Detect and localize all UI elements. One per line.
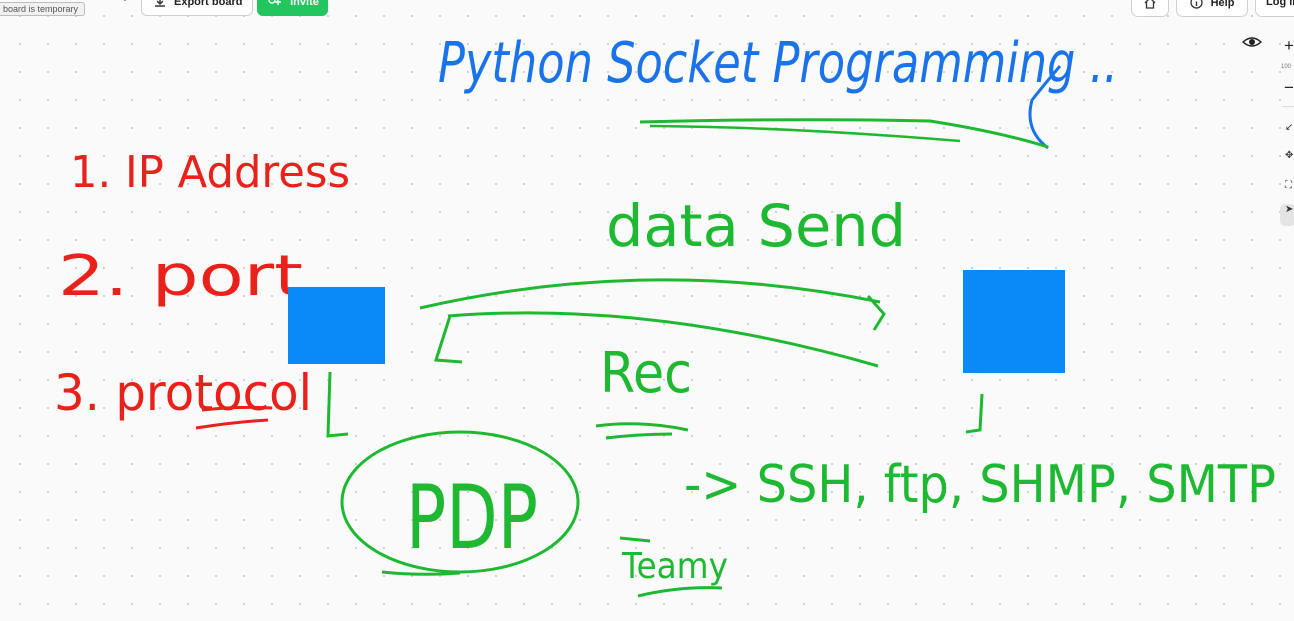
list-item-3: 3. protocol	[54, 364, 312, 422]
receive-underline	[595, 422, 689, 440]
protocol-underline	[195, 405, 273, 430]
pointer-tool-icon[interactable]: ➤	[1280, 204, 1294, 226]
under-label: Teamy	[621, 546, 728, 587]
receive-label: Rec	[600, 341, 692, 406]
help-label: Help	[1210, 0, 1235, 9]
zoom-in-button[interactable]: +	[1284, 36, 1294, 55]
export-board-button[interactable]: Export board	[141, 0, 254, 16]
home-button[interactable]	[1131, 0, 1169, 17]
info-icon	[1189, 0, 1203, 9]
zoom-controls: + 100 − ↙ ✥ ⛶ ➤	[1278, 30, 1294, 230]
top-toolbar: board is temporary Export board Invite H…	[0, 0, 1294, 20]
home-icon	[1144, 0, 1156, 9]
fit-screen-icon[interactable]: ↙	[1285, 122, 1294, 133]
send-label: data Send	[606, 192, 906, 260]
left-node-box[interactable]	[288, 287, 385, 364]
title-underline	[639, 118, 1049, 149]
right-node-box[interactable]	[963, 270, 1065, 373]
protocol-list: -> SSH, ftp, SHMP, SMTP	[684, 455, 1276, 515]
export-board-label: Export board	[174, 0, 243, 8]
list-item-2: 2. port	[58, 244, 303, 309]
move-icon[interactable]: ✥	[1285, 150, 1294, 161]
divider	[1282, 106, 1294, 107]
list-item-1: 1. IP Address	[70, 147, 350, 198]
zoom-out-button[interactable]: −	[1284, 78, 1294, 97]
left-node-stem	[326, 371, 349, 438]
login-button[interactable]: Log in	[1255, 0, 1294, 17]
title-underline-2	[649, 124, 961, 143]
send-arrow	[419, 278, 886, 331]
under-label-underline	[619, 536, 723, 598]
pdp-circle	[340, 430, 580, 574]
invite-label: Invite	[290, 0, 319, 8]
help-button[interactable]: Help	[1176, 0, 1248, 17]
pdp-underline	[381, 570, 461, 576]
add-user-icon	[268, 0, 282, 5]
zoom-level: 100	[1281, 64, 1292, 70]
title-flourish	[1028, 65, 1062, 150]
receive-arrow	[433, 311, 879, 368]
right-node-stem	[965, 393, 984, 434]
fullscreen-icon[interactable]: ⛶	[1285, 180, 1292, 191]
download-icon	[155, 0, 165, 7]
eye-icon[interactable]	[1241, 33, 1263, 51]
board-title: Python Socket Programming ..	[438, 31, 1118, 96]
invite-button[interactable]: Invite	[257, 0, 328, 16]
temporary-board-notice: board is temporary	[0, 2, 86, 16]
circled-label: PDP	[406, 466, 538, 569]
